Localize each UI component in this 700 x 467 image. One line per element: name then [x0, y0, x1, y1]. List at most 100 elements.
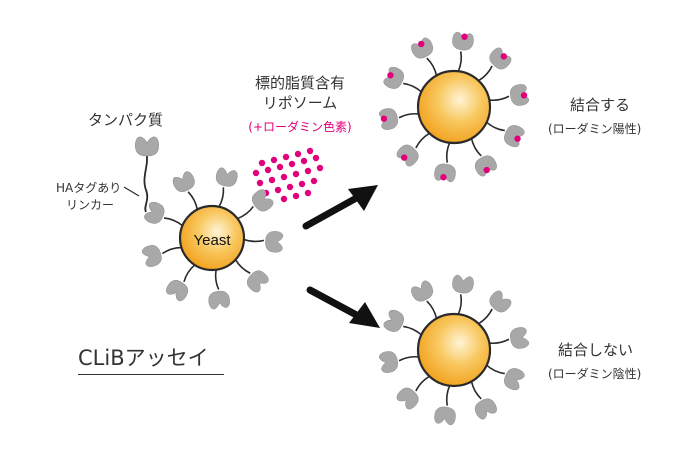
liposome-dot [304, 167, 312, 175]
surface-protein-icon [396, 387, 419, 410]
linker-label: リンカー [66, 198, 115, 212]
binds-label: 結合する [570, 96, 631, 114]
surface-protein-icon [215, 167, 238, 187]
linker-stalk [489, 338, 510, 345]
surface-protein-icon [510, 327, 530, 349]
rhodamine-liposome-icon [252, 147, 324, 203]
surface-protein-icon [172, 171, 195, 193]
arrow-to-binding-icon [302, 185, 378, 230]
linker-stalk [163, 217, 183, 227]
linker-stalk [398, 112, 419, 119]
linker-stalk [218, 187, 225, 208]
linker-stalk [470, 381, 482, 400]
liposome-dot [298, 180, 306, 188]
bound-liposome-dot [500, 53, 508, 60]
liposome-dot [300, 157, 308, 165]
cell-body [178, 204, 246, 272]
linker-stalk [183, 264, 196, 283]
surface-protein-icon [411, 280, 434, 302]
arrow-to-nonbinding-icon [306, 286, 380, 328]
free-protein-with-linker-icon [123, 136, 159, 213]
surface-protein-icon [378, 108, 398, 130]
surface-protein-icon [510, 84, 530, 106]
linker-stalk [486, 364, 505, 375]
liposome-label-line2: リポソーム [262, 94, 338, 112]
binds-detail-label: (ローダミン陽性) [548, 122, 642, 136]
bound-liposome-dot [418, 40, 425, 48]
surface-protein-icon [474, 155, 497, 177]
liposome-dot [280, 173, 288, 181]
liposome-dot [292, 192, 300, 200]
bound-liposome-dot [520, 92, 528, 99]
surface-protein-icon [383, 309, 404, 332]
surface-protein-icon [208, 290, 230, 310]
surface-protein-icon [378, 351, 398, 373]
linker-stalk [470, 138, 482, 157]
linker-stalk [445, 142, 451, 163]
linker-stalk [415, 132, 430, 149]
liposome-dot [264, 166, 272, 174]
liposome-dot [256, 179, 264, 187]
surface-protein-icon [452, 274, 474, 294]
liposome-dot [288, 160, 296, 168]
bound-liposome-dot [380, 115, 388, 122]
surface-protein-icon [489, 290, 512, 313]
liposome-dot [316, 164, 324, 172]
bound-liposome-dot [387, 72, 394, 79]
yeast-cell-icon [141, 167, 284, 310]
cell-body [416, 69, 492, 145]
liposome-dot [274, 186, 282, 194]
linker-stalk [445, 385, 451, 406]
surface-protein-icon [246, 270, 269, 293]
linker-stalk [214, 269, 220, 290]
liposome-label-line1: 標的脂質含有 [254, 74, 345, 92]
liposome-dot [286, 183, 294, 191]
no-bind-detail-label: (ローダミン陰性) [548, 367, 642, 381]
liposome-dot [310, 177, 318, 185]
surface-protein-icon [504, 368, 525, 391]
liposome-dot [258, 159, 266, 167]
surface-protein-icon [141, 245, 162, 267]
linker-stalk [415, 375, 430, 392]
bound-liposome-dot [461, 33, 468, 40]
bound-liposome-dot [483, 166, 490, 174]
liposome-dot [304, 189, 312, 197]
linker-stalk [426, 57, 438, 76]
liposome-dot [306, 147, 314, 155]
bound-liposome-dot [400, 154, 408, 161]
linker-stalk [478, 65, 493, 82]
surface-protein-icon [411, 37, 434, 59]
linker-stalk [426, 300, 438, 319]
linker-stalk [478, 308, 493, 325]
protein-label: タンパク質 [88, 111, 164, 129]
surface-protein-icon [251, 189, 274, 212]
rhodamine-dye-label: (+ローダミン色素) [248, 120, 352, 134]
bound-yeast-cell-icon [378, 31, 530, 183]
liposome-dot [268, 176, 276, 184]
surface-protein-icon [489, 47, 512, 70]
surface-protein-icon [504, 125, 525, 148]
liposome-dot [276, 163, 284, 171]
linker-stalk [457, 51, 463, 72]
liposome-dot [294, 150, 302, 158]
bound-liposome-dot [440, 174, 447, 181]
liposome-dot [280, 195, 288, 203]
linker-stalk [486, 121, 505, 132]
no-bind-label: 結合しない [558, 341, 634, 359]
cell-body [416, 312, 492, 388]
linker-stalk [187, 191, 199, 210]
yeast-label: Yeast [194, 232, 232, 249]
linker-stalk [398, 355, 419, 362]
liposome-dot [252, 169, 260, 177]
bound-liposome-dot [514, 135, 521, 142]
liposome-dot [282, 153, 290, 161]
surface-protein-icon [166, 279, 189, 302]
linker-stalk [234, 259, 251, 274]
liposome-dot [312, 154, 320, 162]
surface-protein-icon [144, 201, 165, 224]
free-protein-icon [135, 136, 159, 157]
liposome-dot [292, 170, 300, 178]
surface-protein-icon [396, 144, 419, 167]
linker-stalk [457, 294, 463, 315]
